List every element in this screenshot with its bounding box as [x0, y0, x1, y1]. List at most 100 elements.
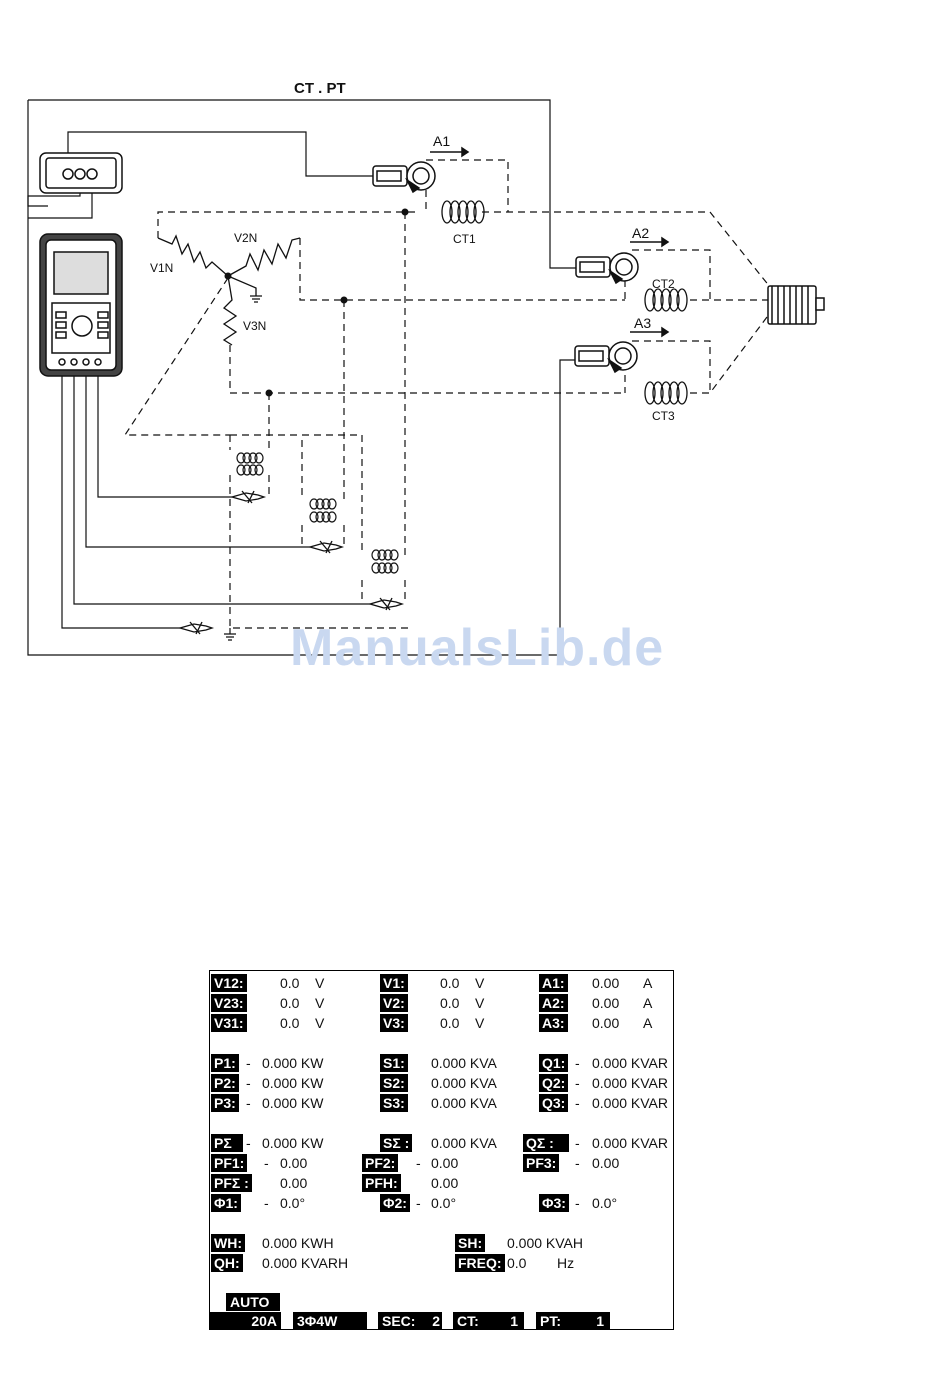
pf3-value: 0.00 — [592, 1155, 620, 1171]
v1-label: V1: — [380, 974, 408, 992]
clamp-a1-icon — [372, 161, 436, 193]
qsum-sign: - — [575, 1135, 580, 1151]
label-ct3: CT3 — [652, 409, 675, 423]
probe-v3-icon — [369, 597, 403, 611]
pfh-label: PFH: — [362, 1174, 401, 1192]
power-analyzer-icon — [39, 233, 123, 377]
s3-value: 0.000 KVA — [431, 1095, 497, 1111]
label-ct2: CT2 — [652, 277, 675, 291]
v23-value: 0.0 — [280, 995, 300, 1011]
ground-icon — [224, 628, 236, 641]
ct-indicator: CT: 1 — [453, 1312, 524, 1330]
v31-label: V31: — [211, 1014, 247, 1032]
q1-value: 0.000 KVAR — [592, 1055, 669, 1071]
pt3-upper-coil — [371, 549, 399, 561]
p3-value: 0.000 KW — [262, 1095, 324, 1111]
p3-label: P3: — [211, 1094, 239, 1112]
label-v3n: V3N — [243, 319, 266, 333]
motor-icon — [767, 285, 825, 325]
v31-value: 0.0 — [280, 1015, 300, 1031]
a3-label: A3: — [539, 1014, 568, 1032]
pf1-label: PF1: — [211, 1154, 248, 1172]
v12-unit: V — [315, 975, 325, 991]
sec-label: SEC: — [382, 1313, 416, 1329]
p1-value: 0.000 KW — [262, 1055, 324, 1071]
phi1-label: Φ1: — [211, 1194, 241, 1212]
a3-unit: A — [643, 1015, 653, 1031]
pt1-upper-coil — [236, 452, 264, 464]
small-meter-icon — [39, 152, 123, 194]
label-a2: A2 — [632, 225, 649, 241]
ct3-coil — [644, 381, 688, 405]
p2-sign: - — [246, 1075, 251, 1091]
phi3-value: 0.0° — [592, 1195, 618, 1211]
pf1-value: 0.00 — [280, 1155, 308, 1171]
freq-value: 0.0 — [507, 1255, 527, 1271]
a1-label: A1: — [539, 974, 568, 992]
a1-value: 0.00 — [592, 975, 620, 991]
s1-label: S1: — [380, 1054, 408, 1072]
s2-value: 0.000 KVA — [431, 1075, 497, 1091]
wye-load — [157, 234, 301, 346]
p1-label: P1: — [211, 1054, 239, 1072]
p3-sign: - — [246, 1095, 251, 1111]
pf2-value: 0.00 — [431, 1155, 459, 1171]
qsum-label: QΣ : — [523, 1134, 569, 1152]
q3-label: Q3: — [539, 1094, 569, 1112]
pt2-lower-coil — [309, 511, 337, 523]
sec-value: 2 — [432, 1313, 440, 1329]
pt-indicator: PT: 1 — [536, 1312, 610, 1330]
pf3-label: PF3: — [523, 1154, 560, 1172]
p2-label: P2: — [211, 1074, 239, 1092]
a2-value: 0.00 — [592, 995, 620, 1011]
phi1-sign: - — [264, 1195, 269, 1211]
ssum-label: SΣ : — [380, 1134, 413, 1152]
freq-label: FREQ: — [455, 1254, 505, 1272]
q3-value: 0.000 KVAR — [592, 1095, 669, 1111]
junction-dots — [224, 208, 409, 397]
v1-unit: V — [475, 975, 485, 991]
sec-indicator: SEC: 2 — [378, 1312, 442, 1330]
phi2-value: 0.0° — [431, 1195, 457, 1211]
v3-unit: V — [475, 1015, 485, 1031]
freq-unit: Hz — [557, 1255, 575, 1271]
label-v1n: V1N — [150, 261, 173, 275]
q1-sign: - — [575, 1055, 580, 1071]
ct2-coil — [644, 288, 688, 312]
label-a1: A1 — [433, 133, 450, 149]
pf1-sign: - — [264, 1155, 269, 1171]
v2-value: 0.0 — [440, 995, 460, 1011]
pfh-value: 0.00 — [431, 1175, 459, 1191]
p1-sign: - — [246, 1055, 251, 1071]
v31-unit: V — [315, 1015, 325, 1031]
p2-value: 0.000 KW — [262, 1075, 324, 1091]
v23-unit: V — [315, 995, 325, 1011]
current-arrows — [430, 146, 670, 338]
wiring-diagram: CT . PT — [27, 80, 825, 656]
pfsum-label: PFΣ : — [211, 1174, 252, 1192]
s2-label: S2: — [380, 1074, 408, 1092]
pt3-lower-coil — [371, 562, 399, 574]
pf2-label: PF2: — [362, 1154, 399, 1172]
psum-sign: - — [246, 1135, 251, 1151]
phi3-sign: - — [575, 1195, 580, 1211]
range-indicator: 20A — [210, 1312, 281, 1330]
label-v2n: V2N — [234, 231, 257, 245]
v12-value: 0.0 — [280, 975, 300, 991]
q2-sign: - — [575, 1075, 580, 1091]
meter-wiring — [27, 99, 580, 656]
qsum-value: 0.000 KVAR — [592, 1135, 669, 1151]
clamp-a2-icon — [575, 252, 639, 284]
watermark: ManualsLib.de — [290, 619, 665, 677]
label-ct1: CT1 — [453, 232, 476, 246]
qh-value: 0.000 KVARH — [262, 1255, 349, 1271]
phase-wiring — [123, 159, 771, 629]
pt1-lower-coil — [236, 464, 264, 476]
probe-v1-icon — [231, 490, 265, 504]
pt-value: 1 — [596, 1313, 604, 1329]
v1-value: 0.0 — [440, 975, 460, 991]
q1-label: Q1: — [539, 1054, 569, 1072]
pfsum-value: 0.00 — [280, 1175, 308, 1191]
s1-value: 0.000 KVA — [431, 1055, 497, 1071]
diagram-title: CT . PT — [294, 80, 346, 97]
